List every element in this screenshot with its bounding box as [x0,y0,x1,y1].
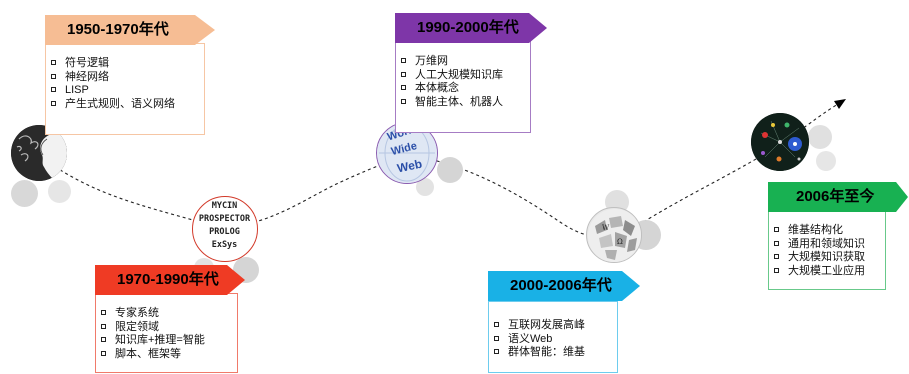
list-item: 脚本、框架等 [96,348,237,362]
square-bullet-icon [101,337,106,342]
item-text: 人工大规模知识库 [415,68,503,81]
list-item: 大规模知识获取 [769,251,885,265]
list-item: 限定领域 [96,321,237,335]
item-text: 神经网络 [65,70,109,83]
square-bullet-icon [51,87,56,92]
item-text: LISP [65,84,89,96]
item-text: 知识库+推理=智能 [115,334,205,346]
decor-bubble [48,180,71,203]
square-bullet-icon [101,323,106,329]
system-name: ExSys [211,240,238,250]
list-item: 神经网络 [46,71,204,85]
wikipedia-globe-icon: W Ω [588,209,641,262]
item-text: 万维网 [415,55,448,67]
list-item: 群体智能：维基 [489,346,617,360]
square-bullet-icon [401,71,406,77]
era-item-list: 互联网发展高峰 语义Web 群体智能：维基 [489,319,617,360]
era-heading: 1950-1970年代 [45,15,215,45]
list-item: 万维网 [396,55,530,69]
era-item-box: 互联网发展高峰 语义Web 群体智能：维基 [488,301,618,373]
list-item: 知识库+推理=智能 [96,334,237,348]
era-item-box: 维基结构化 通用和领域知识 大规模知识获取 大规模工业应用 [768,210,886,290]
square-bullet-icon [51,60,56,65]
list-item: 通用和领域知识 [769,238,885,252]
square-bullet-icon [774,254,779,259]
list-item: 本体概念 [396,82,530,96]
network-node [751,113,809,171]
item-text: 大规模工业应用 [788,264,865,277]
item-text: 通用和领域知识 [788,237,865,250]
square-bullet-icon [101,310,106,315]
item-text: 大规模知识获取 [788,251,865,263]
decor-bubble [816,151,836,171]
list-item: 智能主体、机器人 [396,96,530,110]
square-bullet-icon [51,100,56,106]
square-bullet-icon [401,58,406,63]
item-text: 语义Web [508,332,553,345]
network-graph-icon [751,113,809,171]
era-item-box: 万维网 人工大规模知识库 本体概念 智能主体、机器人 [395,41,531,133]
arrow-head-icon [834,99,846,109]
era-heading: 1970-1990年代 [95,265,245,295]
era-item-box: 符号逻辑 神经网络 LISP 产生式规则、语义网络 [45,43,205,135]
square-bullet-icon [101,350,106,356]
system-name: MYCIN [211,201,238,211]
brain-silhouette-icon [11,125,67,181]
square-bullet-icon [774,240,779,246]
svg-text:Ω: Ω [617,238,623,246]
item-text: 互联网发展高峰 [508,319,585,331]
square-bullet-icon [51,73,56,79]
list-item: 人工大规模知识库 [396,69,530,83]
square-bullet-icon [401,85,406,90]
item-text: 符号逻辑 [65,57,109,69]
era-item-box: 专家系统 限定领域 知识库+推理=智能 脚本、框架等 [95,293,238,373]
era-item-list: 符号逻辑 神经网络 LISP 产生式规则、语义网络 [46,57,204,111]
square-bullet-icon [774,267,779,273]
wikipedia-node: W Ω [586,207,642,263]
list-item: 互联网发展高峰 [489,319,617,333]
square-bullet-icon [494,322,499,327]
era-item-list: 专家系统 限定领域 知识库+推理=智能 脚本、框架等 [96,307,237,361]
system-name: PROSPECTOR [198,214,251,224]
list-item: 维基结构化 [769,224,885,238]
era-heading: 2006年至今 [768,182,908,212]
expert-systems-node: MYCIN PROSPECTOR PROLOG ExSys [192,196,258,262]
list-item: 大规模工业应用 [769,265,885,279]
era-heading: 1990-2000年代 [395,13,547,43]
system-name: PROLOG [209,227,240,237]
square-bullet-icon [494,349,499,354]
decor-bubble [437,157,463,183]
list-item: 专家系统 [96,307,237,321]
item-text: 本体概念 [415,82,459,94]
list-item: 语义Web [489,333,617,347]
square-bullet-icon [494,335,499,341]
item-text: 维基结构化 [788,224,843,236]
item-text: 群体智能：维基 [508,346,585,358]
era-heading: 2000-2006年代 [488,271,640,301]
square-bullet-icon [774,227,779,232]
list-item: LISP [46,84,204,98]
era-item-list: 维基结构化 通用和领域知识 大规模知识获取 大规模工业应用 [769,224,885,278]
svg-text:W: W [602,224,610,232]
era-item-list: 万维网 人工大规模知识库 本体概念 智能主体、机器人 [396,55,530,109]
expert-systems-list: MYCIN PROSPECTOR PROLOG ExSys [193,200,256,252]
square-bullet-icon [401,98,406,104]
item-text: 限定领域 [115,320,159,333]
decor-bubble [416,178,434,196]
item-text: 专家系统 [115,307,159,319]
list-item: 符号逻辑 [46,57,204,71]
brain-node [11,125,67,181]
item-text: 智能主体、机器人 [415,95,503,108]
timeline-dashed-path [44,103,839,238]
decor-bubble [11,180,38,207]
item-text: 脚本、框架等 [115,347,181,360]
list-item: 产生式规则、语义网络 [46,98,204,112]
decor-bubble [808,125,832,149]
item-text: 产生式规则、语义网络 [65,97,175,110]
